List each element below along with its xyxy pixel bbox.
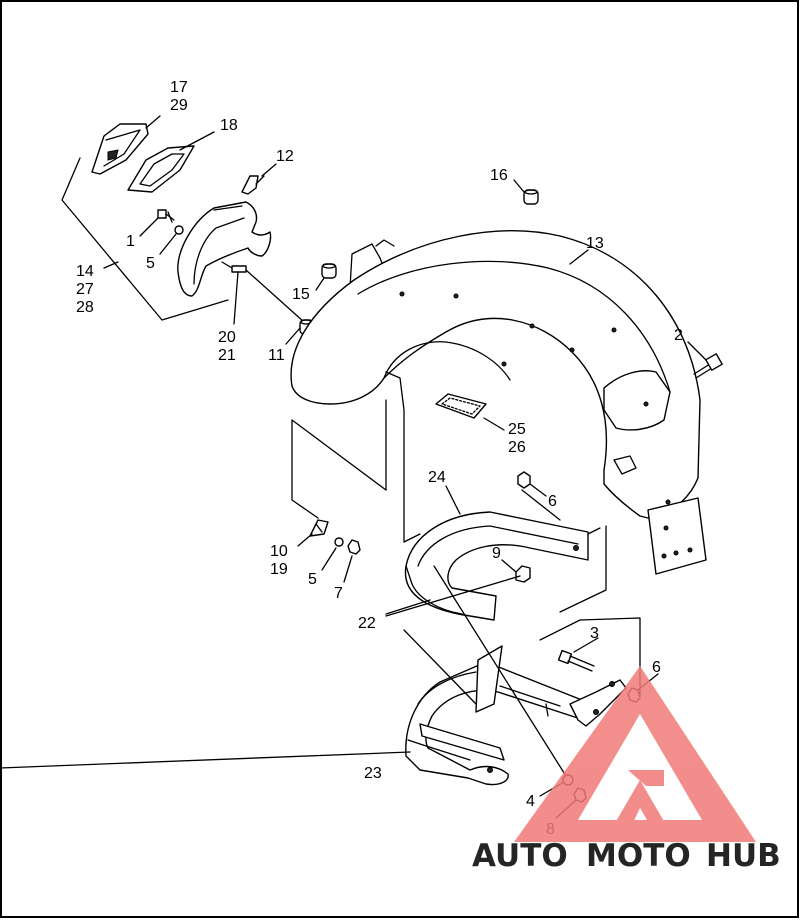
callout-13: 13 [586, 235, 604, 252]
callout-23: 23 [364, 765, 382, 782]
part-13-rear-fender [290, 230, 707, 575]
callout-2: 2 [674, 327, 683, 344]
callout-25-line2: 26 [508, 439, 526, 456]
callout-9: 9 [492, 545, 501, 562]
callout-20-line1: 20 [218, 329, 236, 346]
watermark-text-moto: MOTO [586, 838, 691, 874]
callout-10-line1: 10 [270, 543, 288, 560]
part-15-grommet [321, 263, 337, 279]
part-10-clip [309, 519, 329, 537]
part-6-nut-upper [517, 471, 531, 489]
part-23-guard-rail [405, 645, 627, 786]
bracket-group-14 [61, 157, 229, 321]
callout-20-line2: 21 [218, 347, 236, 364]
callout-24: 24 [428, 469, 446, 486]
callout-3: 3 [590, 625, 599, 642]
part-5-washer-lower [334, 537, 344, 547]
callout-15: 15 [292, 286, 310, 303]
callout-labels: 17 29 18 12 16 1 13 5 14 27 28 15 2 20 2… [76, 79, 683, 838]
part-7-nut [347, 539, 361, 555]
callout-7: 7 [334, 585, 343, 602]
part-14-lamp-housing [177, 201, 272, 297]
callout-25-line1: 25 [508, 421, 526, 438]
callout-22: 22 [358, 615, 376, 632]
callout-14-line1: 14 [76, 263, 94, 280]
callout-17-line1: 17 [170, 79, 188, 96]
callout-6-upper: 6 [548, 493, 557, 510]
watermark-logo: AUTO MOTO HUB [472, 666, 781, 874]
callout-4: 4 [526, 793, 535, 810]
assembly-lines [403, 489, 567, 777]
callout-10-line2: 19 [270, 561, 288, 578]
part-3-bolt [557, 649, 595, 672]
callout-1: 1 [126, 233, 135, 250]
part-12-bulb [241, 175, 265, 195]
callout-18: 18 [220, 117, 238, 134]
part-20-wire-connector [221, 261, 305, 323]
callout-17-line2: 29 [170, 97, 188, 114]
callout-14-line2: 27 [76, 281, 94, 298]
part-17-tail-lamp-lens [91, 123, 149, 175]
part-18-gasket [127, 145, 195, 193]
callout-5-lower: 5 [308, 571, 317, 588]
watermark-text-auto: AUTO [472, 838, 568, 874]
panel-outlines [291, 371, 641, 697]
leader-lines [0, 115, 707, 819]
callout-12: 12 [276, 148, 294, 165]
part-16-grommet [523, 189, 539, 205]
watermark-text-hub: HUB [706, 838, 781, 874]
callout-6-lower: 6 [652, 659, 661, 676]
callout-11: 11 [268, 347, 285, 364]
part-2-bolt [693, 353, 723, 379]
callout-14-line3: 28 [76, 299, 94, 316]
callout-16: 16 [490, 167, 508, 184]
part-25-reflector [435, 393, 487, 419]
part-1-screw [157, 209, 175, 223]
part-5-washer [174, 225, 184, 235]
callout-5-upper: 5 [146, 255, 155, 272]
part-9-nut [515, 565, 531, 583]
